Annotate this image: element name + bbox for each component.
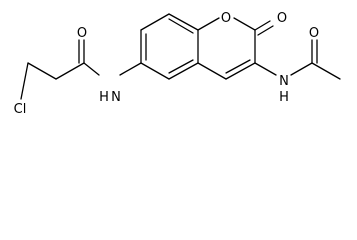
acetamide-hydrogen-label: H bbox=[279, 90, 289, 105]
acetyl-oxygen-label: O bbox=[309, 26, 319, 41]
benzene-ring bbox=[140, 13, 199, 80]
chemical-structure: O O N H O H N O Cl bbox=[14, 11, 341, 117]
amide-nitrogen-label: N bbox=[111, 90, 121, 105]
chloroacetyl-oxygen-label: O bbox=[77, 26, 87, 41]
acetamide-nitrogen-label: N bbox=[279, 74, 289, 89]
amide-hydrogen-label: H bbox=[99, 90, 109, 105]
acetamido-group bbox=[254, 39, 341, 80]
chloroacetamido-group bbox=[20, 39, 142, 100]
pyranone-ring bbox=[197, 17, 274, 80]
lactone-oxygen-label: O bbox=[277, 11, 287, 26]
chlorine-label: Cl bbox=[14, 102, 27, 117]
ring-oxygen-label: O bbox=[221, 11, 231, 26]
